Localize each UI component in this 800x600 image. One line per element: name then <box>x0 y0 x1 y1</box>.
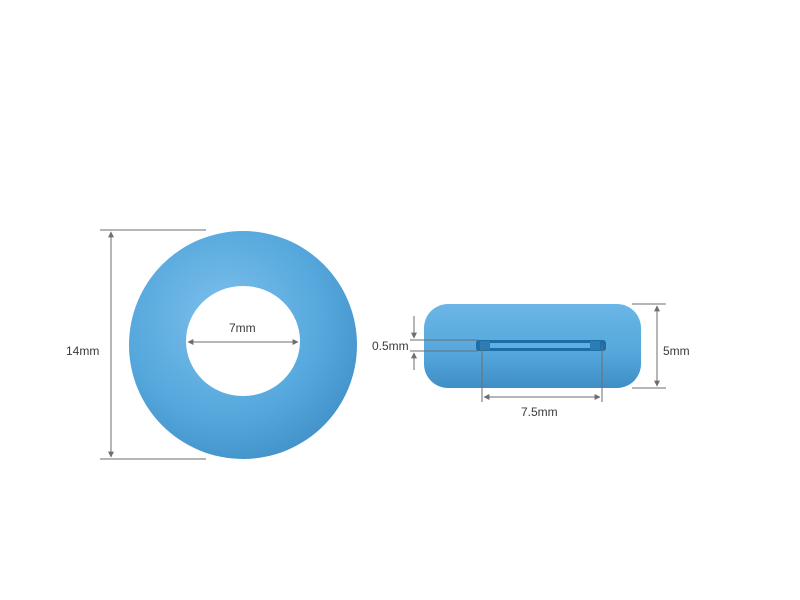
inner-diameter-label: 7mm <box>229 321 256 335</box>
slot-center <box>490 343 590 348</box>
slot-length-label: 7.5mm <box>521 405 558 419</box>
slot-width-label: 0.5mm <box>372 339 409 353</box>
height-label: 5mm <box>663 344 690 358</box>
slot-notch-left <box>480 341 490 350</box>
slot-notch-right <box>590 341 600 350</box>
ring-front-view: 14mm 7mm <box>66 229 357 460</box>
outer-diameter-label: 14mm <box>66 344 99 358</box>
ring-shape <box>129 231 357 459</box>
ring-side-view: 0.5mm 5mm 7.5mm <box>372 303 690 419</box>
